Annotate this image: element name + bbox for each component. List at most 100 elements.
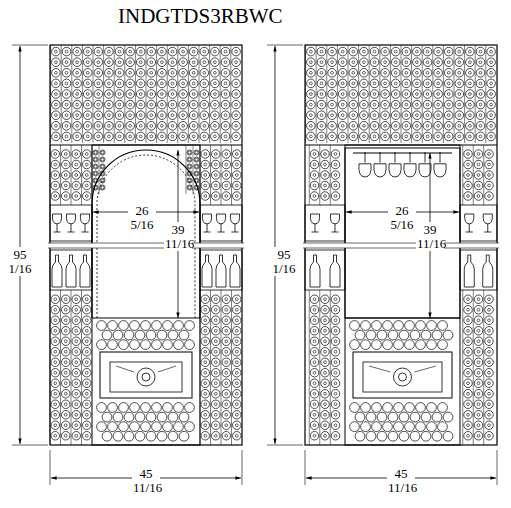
- extension-line: [242, 450, 243, 485]
- bottle-end: [201, 316, 210, 325]
- bottle-neck: [384, 50, 387, 53]
- bottle-end: [328, 132, 337, 141]
- binned-bottle: [157, 330, 167, 340]
- bottle-neck: [139, 61, 142, 64]
- logo-emblem: [394, 368, 412, 386]
- bottle-end: [72, 181, 81, 190]
- bottle-end: [310, 306, 319, 315]
- bottle-neck: [235, 350, 238, 353]
- bottle-end: [222, 192, 231, 201]
- bottle-end: [476, 122, 485, 131]
- bottle-neck: [64, 392, 67, 395]
- bottle-neck: [324, 174, 327, 177]
- bottle-neck: [488, 195, 491, 198]
- bottle-end: [126, 111, 135, 120]
- bottle-neck: [86, 114, 89, 117]
- bottle-end: [115, 100, 124, 109]
- bottle-end: [317, 58, 326, 67]
- bottle-neck: [150, 135, 153, 138]
- extension-line: [305, 450, 306, 485]
- bottle-end: [233, 348, 242, 357]
- bottle-neck: [204, 413, 207, 416]
- bottle-neck: [458, 135, 461, 138]
- bottle-end: [62, 122, 71, 131]
- bottle-end: [222, 150, 231, 159]
- bottle-end: [179, 100, 188, 109]
- bottle-neck: [394, 103, 397, 106]
- binned-bottle: [174, 403, 184, 413]
- bottle-end: [370, 100, 379, 109]
- extension-line: [497, 450, 498, 485]
- bottle-end: [115, 47, 124, 56]
- bottle-neck: [188, 172, 191, 175]
- bottle-neck: [313, 350, 316, 353]
- bottle-neck: [352, 71, 355, 74]
- bottle-end: [317, 132, 326, 141]
- bottle-neck: [214, 371, 217, 374]
- bottle-neck: [352, 135, 355, 138]
- bottle-end: [474, 421, 483, 430]
- bottle-neck: [97, 61, 100, 64]
- binned-bottle: [394, 422, 404, 432]
- bottle-end: [73, 122, 82, 131]
- bottle-neck: [76, 50, 79, 53]
- bottle-end: [370, 79, 379, 88]
- bottle-end: [381, 58, 390, 67]
- binned-bottle: [427, 340, 437, 350]
- bottle-neck: [214, 174, 217, 177]
- bottle-neck: [488, 350, 491, 353]
- bottle-end: [307, 100, 316, 109]
- bottle-end: [62, 171, 71, 180]
- bottle-end: [233, 181, 242, 190]
- bottle-neck: [405, 135, 408, 138]
- bottle-end: [310, 295, 319, 304]
- bottle-neck: [469, 93, 472, 96]
- bottle-neck: [224, 103, 227, 106]
- bottle-neck: [447, 124, 450, 127]
- bottle-end: [310, 369, 319, 378]
- binned-bottle: [152, 422, 162, 432]
- bottle-neck: [108, 82, 111, 85]
- bottle-neck: [225, 340, 228, 343]
- bottle-end: [328, 122, 337, 131]
- bottle-neck: [204, 361, 207, 364]
- bottle-neck: [171, 103, 174, 106]
- bottle-neck: [488, 329, 491, 332]
- bottle-end: [73, 132, 82, 141]
- bottle-neck: [85, 195, 88, 198]
- bottle-neck: [54, 424, 57, 427]
- bottle-neck: [324, 184, 327, 187]
- bottle-neck: [310, 103, 313, 106]
- bottle-end: [331, 432, 340, 441]
- bottle-neck: [195, 151, 198, 154]
- bottle-neck: [54, 153, 57, 156]
- bottle-end: [321, 411, 330, 420]
- bottle-end: [321, 160, 330, 169]
- bottle-neck: [416, 50, 419, 53]
- binned-bottle: [421, 431, 431, 441]
- bottle-neck: [76, 124, 79, 127]
- bottle-neck: [447, 103, 450, 106]
- bottle-end: [211, 58, 220, 67]
- bottle-neck: [373, 124, 376, 127]
- bottle-neck: [352, 114, 355, 117]
- bottle-end: [349, 100, 358, 109]
- binned-bottle: [366, 330, 376, 340]
- binned-bottle: [416, 403, 426, 413]
- bottle-neck: [469, 103, 472, 106]
- bottle-neck: [214, 61, 217, 64]
- arch-opening: [92, 150, 200, 318]
- bottle-end: [212, 160, 221, 169]
- bottle-end: [222, 369, 231, 378]
- bottle-neck: [479, 61, 482, 64]
- bottle-end: [72, 171, 81, 180]
- wine-glass: [230, 214, 239, 232]
- bottle-end: [94, 132, 103, 141]
- bottle-end: [93, 178, 98, 183]
- bottle-neck: [224, 114, 227, 117]
- bottle-end: [331, 411, 340, 420]
- bottle-neck: [310, 124, 313, 127]
- bottle-end: [83, 47, 92, 56]
- bottle-neck: [313, 195, 316, 198]
- bottle-neck: [310, 135, 313, 138]
